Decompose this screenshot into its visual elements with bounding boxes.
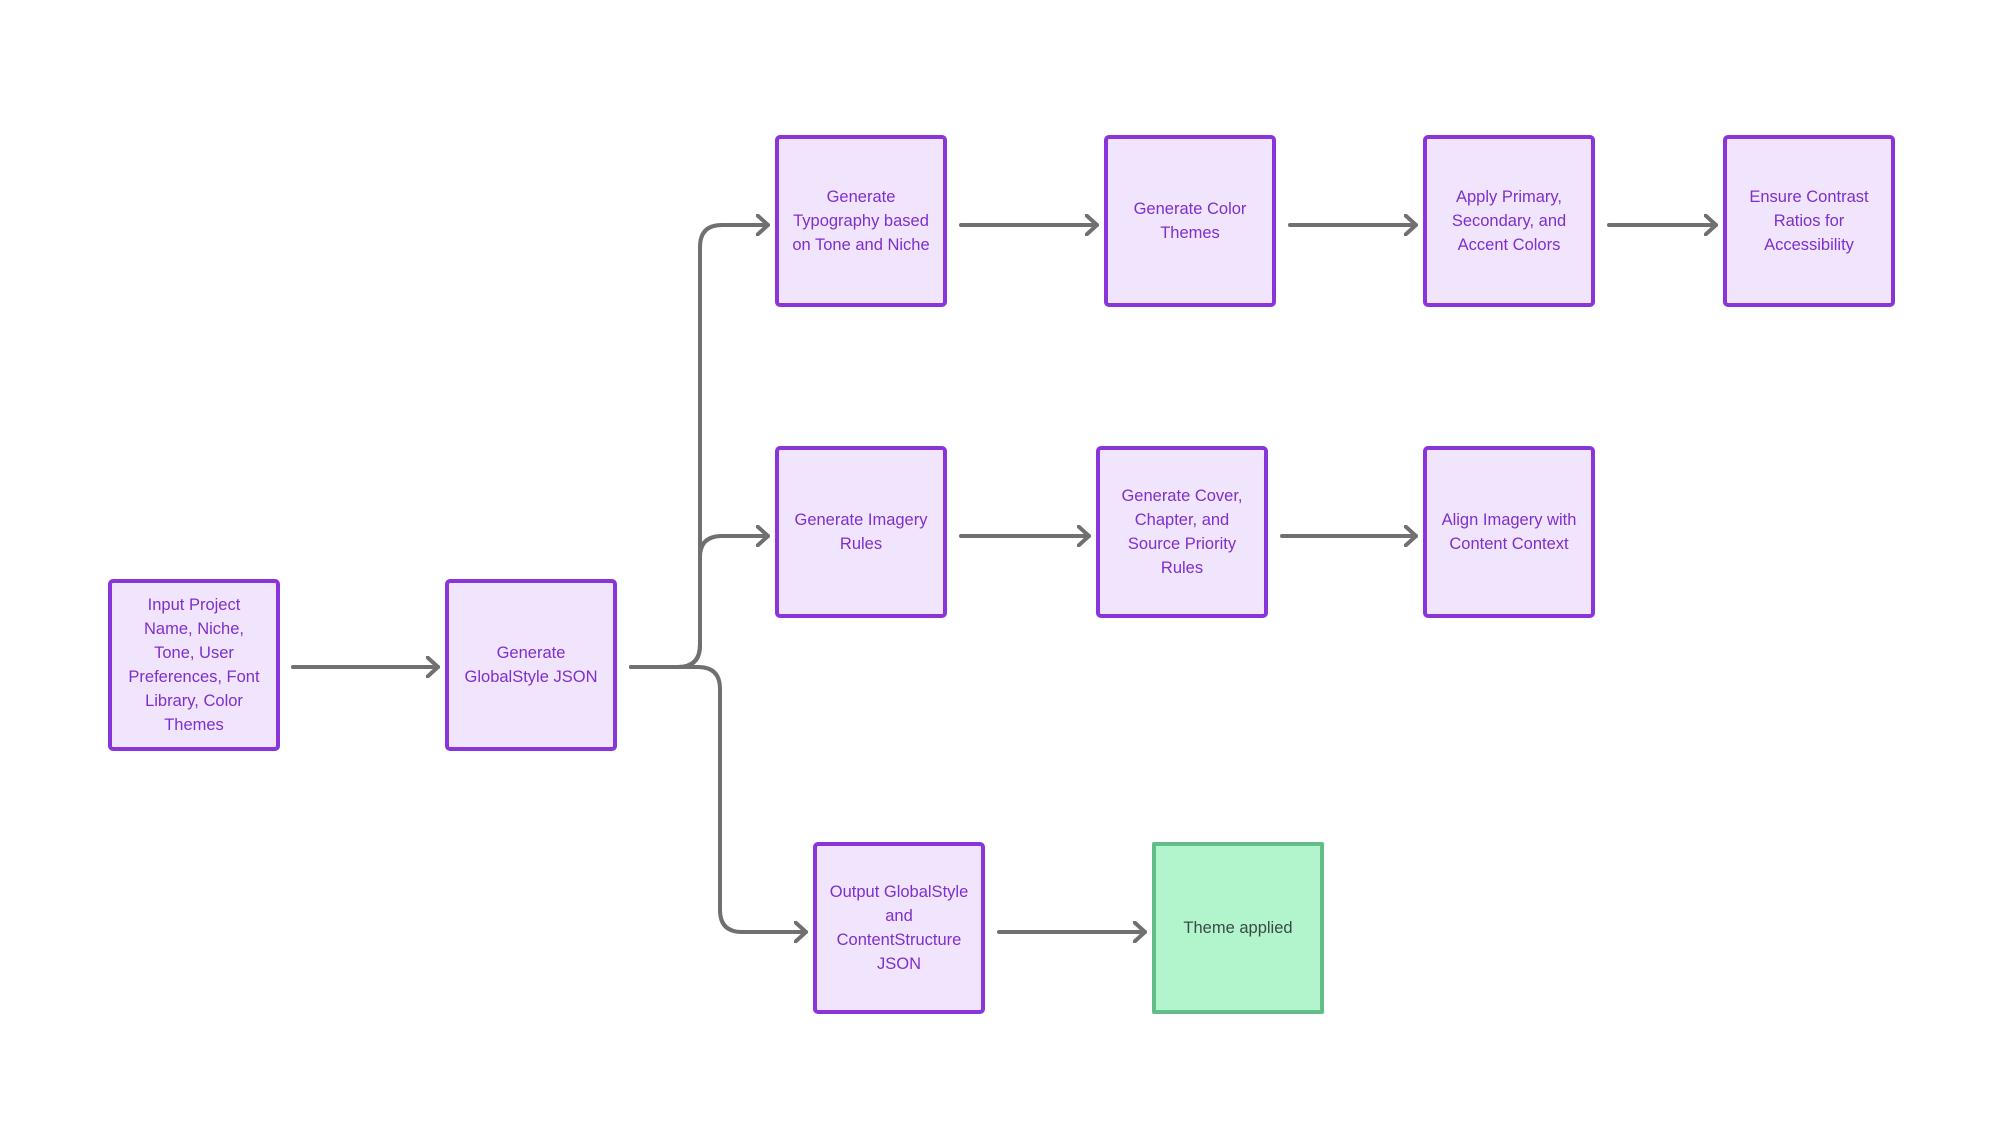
connector-globalstyle-to-output: [629, 665, 808, 932]
node-generate-globalstyle-label: Generate GlobalStyle JSON: [464, 644, 598, 686]
node-ensure-contrast: Ensure Contrast Ratios for Accessibility: [1723, 135, 1895, 307]
node-generate-color-themes-label: Generate Color Themes: [1133, 200, 1247, 242]
node-output-json: Output GlobalStyle and ContentStructure …: [813, 842, 985, 1014]
node-generate-cover-rules: Generate Cover, Chapter, and Source Prio…: [1096, 446, 1268, 618]
node-ensure-contrast-label: Ensure Contrast Ratios for Accessibility: [1749, 188, 1869, 254]
node-generate-color-themes: Generate Color Themes: [1104, 135, 1276, 307]
node-generate-cover-rules-label: Generate Cover, Chapter, and Source Prio…: [1121, 487, 1243, 577]
node-generate-imagery-rules: Generate Imagery Rules: [775, 446, 947, 618]
node-generate-imagery-rules-label: Generate Imagery Rules: [794, 511, 928, 553]
node-generate-globalstyle: Generate GlobalStyle JSON: [445, 579, 617, 751]
node-input-project-label: Input Project Name, Niche, Tone, User Pr…: [128, 596, 260, 734]
connector-globalstyle-to-imagery: [629, 536, 770, 669]
node-output-json-label: Output GlobalStyle and ContentStructure …: [829, 883, 969, 973]
node-apply-colors: Apply Primary, Secondary, and Accent Col…: [1423, 135, 1595, 307]
node-generate-typography: Generate Typography based on Tone and Ni…: [775, 135, 947, 307]
node-align-imagery: Align Imagery with Content Context: [1423, 446, 1595, 618]
node-align-imagery-label: Align Imagery with Content Context: [1441, 511, 1577, 553]
node-apply-colors-label: Apply Primary, Secondary, and Accent Col…: [1451, 188, 1567, 254]
node-theme-applied-label: Theme applied: [1183, 919, 1293, 937]
node-generate-typography-label: Generate Typography based on Tone and Ni…: [792, 188, 930, 254]
node-input-project: Input Project Name, Niche, Tone, User Pr…: [108, 579, 280, 751]
node-theme-applied: Theme applied: [1152, 842, 1324, 1014]
